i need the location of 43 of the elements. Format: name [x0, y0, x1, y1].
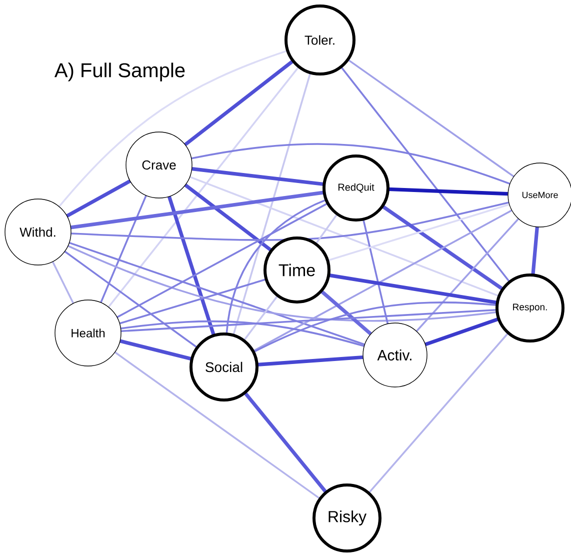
edge-line — [69, 242, 365, 346]
edge-line — [121, 308, 497, 332]
edge-line — [424, 317, 500, 346]
edge-line — [226, 199, 326, 334]
edge-line — [184, 184, 272, 252]
edge-line — [315, 214, 338, 244]
edge-line — [71, 202, 509, 241]
edge-line — [328, 273, 498, 304]
title: A) Full Sample — [54, 62, 185, 82]
edge-line — [253, 302, 497, 353]
edge-line — [191, 143, 510, 185]
edge-line — [190, 176, 500, 297]
edge-line — [100, 195, 147, 303]
edge-line — [108, 66, 300, 308]
edge-line — [192, 167, 324, 186]
edge-line — [232, 72, 312, 336]
edge-line — [116, 202, 328, 318]
edge-line — [416, 218, 520, 332]
edge-line — [347, 58, 514, 178]
edge-line — [362, 219, 389, 324]
edge-line — [340, 66, 510, 282]
edge-line — [114, 352, 320, 500]
edge-line — [64, 250, 198, 348]
edge-line — [381, 204, 504, 291]
edge-line — [184, 60, 294, 146]
edge-line — [244, 392, 328, 494]
edge-line — [167, 196, 216, 336]
edge-line — [120, 320, 364, 347]
edge-line — [388, 187, 508, 196]
edge-line — [320, 290, 372, 336]
edge-line — [257, 355, 363, 366]
edge-line — [70, 190, 324, 230]
edge-line — [531, 226, 539, 276]
edge-line — [368, 332, 509, 494]
edge-line — [68, 245, 498, 322]
edge-line — [52, 261, 74, 304]
edge-line — [120, 278, 266, 324]
edge-line — [58, 50, 288, 208]
edge-line — [120, 339, 192, 361]
edge-line — [66, 180, 131, 218]
edge-line — [252, 210, 512, 352]
edge-line — [328, 204, 510, 262]
edge-line — [243, 295, 278, 342]
